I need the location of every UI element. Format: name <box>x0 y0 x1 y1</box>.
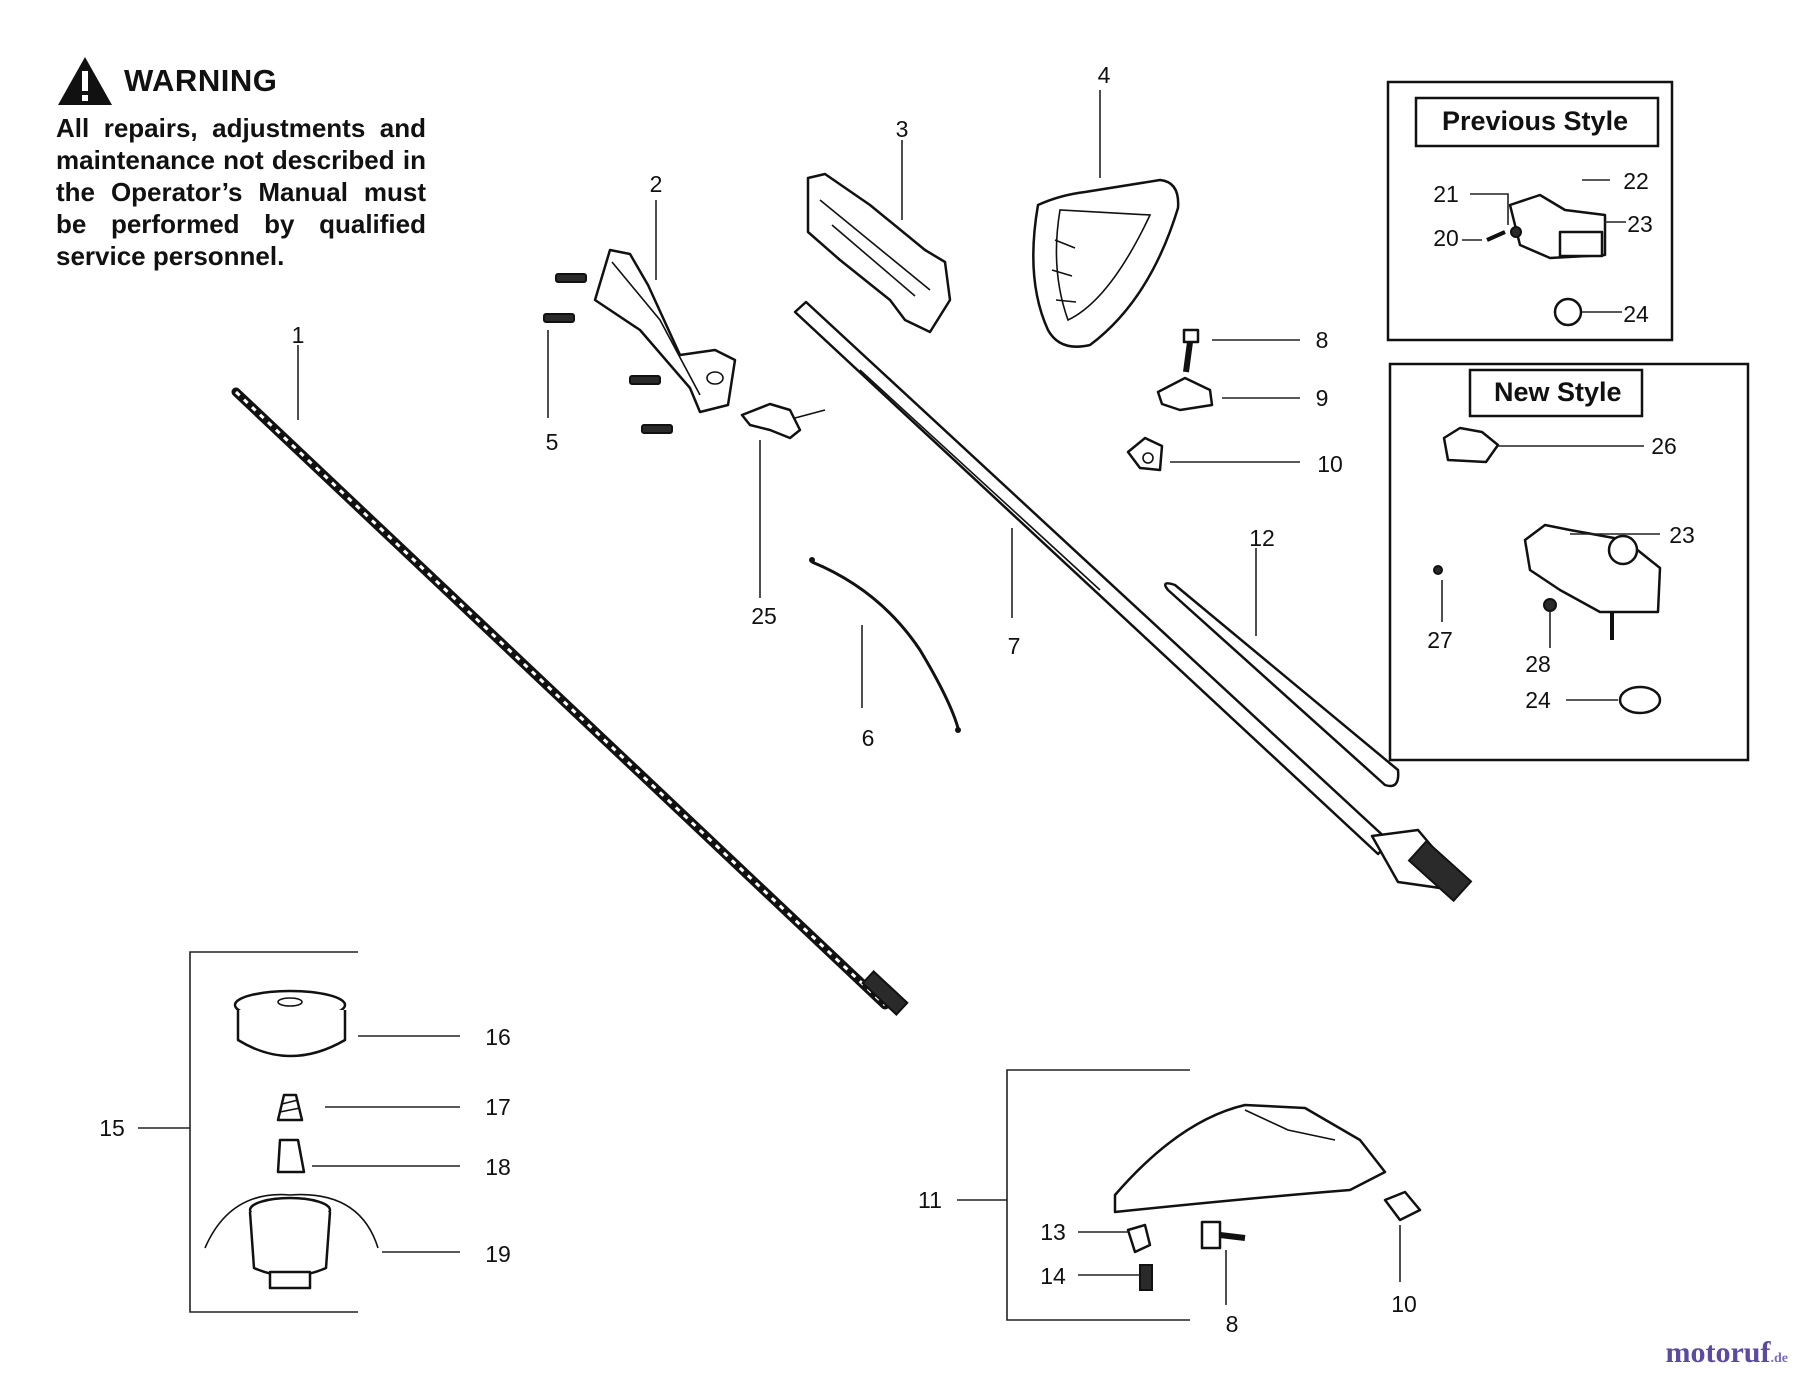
part-2-handle-bracket <box>593 248 737 414</box>
part-5-screws <box>543 273 673 434</box>
part-25-trigger <box>740 402 826 440</box>
warning-title: WARNING <box>124 63 278 98</box>
callout-14: 14 <box>1040 1263 1066 1289</box>
part-11-shield <box>1113 1103 1387 1214</box>
callout-1: 1 <box>292 322 305 348</box>
warning-text: All repairs, adjustments and maintenance… <box>56 113 426 271</box>
callout-17: 17 <box>485 1094 511 1120</box>
part-1-drive-shaft <box>231 387 909 1016</box>
callout-numbers: 1 2 3 4 5 25 6 7 8 9 10 12 15 16 17 18 1… <box>99 62 1695 1337</box>
trimmer-head-group <box>189 951 379 1313</box>
callout-24-new: 24 <box>1525 687 1551 713</box>
part-6-throttle-cable <box>809 557 961 733</box>
warning-triangle-icon <box>58 57 112 105</box>
callout-6: 6 <box>862 725 875 751</box>
callout-10-lower: 10 <box>1391 1291 1417 1317</box>
callout-8-lower: 8 <box>1226 1311 1239 1337</box>
callout-26: 26 <box>1651 433 1677 459</box>
callout-23-previous: 23 <box>1627 211 1653 237</box>
callout-8-upper: 8 <box>1316 327 1329 353</box>
callout-5: 5 <box>546 429 559 455</box>
new-style-inset <box>1388 362 1750 762</box>
callout-7: 7 <box>1008 633 1021 659</box>
callout-15: 15 <box>99 1115 125 1141</box>
part-10-wing-nut-upper <box>1126 436 1164 472</box>
new-style-label: New Style <box>1494 377 1622 407</box>
part-13-clip <box>1126 1223 1152 1254</box>
callout-4: 4 <box>1098 62 1111 88</box>
part-7-main-tube <box>793 300 1473 903</box>
part-9-clamp <box>1156 376 1214 412</box>
part-3-handle-half <box>806 172 952 334</box>
callout-18: 18 <box>485 1154 511 1180</box>
previous-style-label: Previous Style <box>1442 106 1629 136</box>
part-8-bolt-lower <box>1200 1220 1246 1250</box>
callout-21: 21 <box>1433 181 1459 207</box>
part-4-loop-handle <box>1032 178 1180 348</box>
callout-3: 3 <box>896 116 909 142</box>
watermark-logo: motoruf.de <box>1666 1336 1788 1370</box>
callout-11: 11 <box>918 1187 942 1213</box>
callout-12: 12 <box>1249 525 1275 551</box>
callout-16: 16 <box>485 1024 511 1050</box>
part-10-wing-nut-lower <box>1383 1190 1422 1222</box>
callout-10-upper: 10 <box>1317 451 1343 477</box>
previous-style-inset <box>1386 80 1674 342</box>
part-14-screw <box>1139 1264 1153 1291</box>
part-19-spool <box>204 1193 379 1290</box>
warning-header: WARNING <box>56 52 426 110</box>
watermark-name: motoruf <box>1665 1336 1771 1369</box>
callout-24-previous: 24 <box>1623 301 1649 327</box>
warning-notice: WARNING All repairs, adjustments and mai… <box>56 52 426 272</box>
callout-19: 19 <box>485 1241 511 1267</box>
callout-25: 25 <box>751 603 777 629</box>
callout-22: 22 <box>1623 168 1649 194</box>
part-12-strap <box>1163 582 1400 788</box>
callout-23-new: 23 <box>1669 522 1695 548</box>
part-17-spring <box>276 1093 304 1122</box>
callout-9: 9 <box>1316 385 1329 411</box>
callout-13: 13 <box>1040 1219 1066 1245</box>
callout-28: 28 <box>1525 651 1551 677</box>
leader-lines <box>138 90 1660 1305</box>
callout-27: 27 <box>1427 627 1453 653</box>
part-16-spool-cover <box>233 989 347 1058</box>
part-18-clip <box>276 1138 306 1174</box>
callout-20: 20 <box>1433 225 1459 251</box>
part-8-bolt-upper <box>1182 328 1200 373</box>
callout-2: 2 <box>650 171 663 197</box>
shield-group <box>1006 1069 1422 1321</box>
watermark-tld: .de <box>1770 1351 1789 1366</box>
